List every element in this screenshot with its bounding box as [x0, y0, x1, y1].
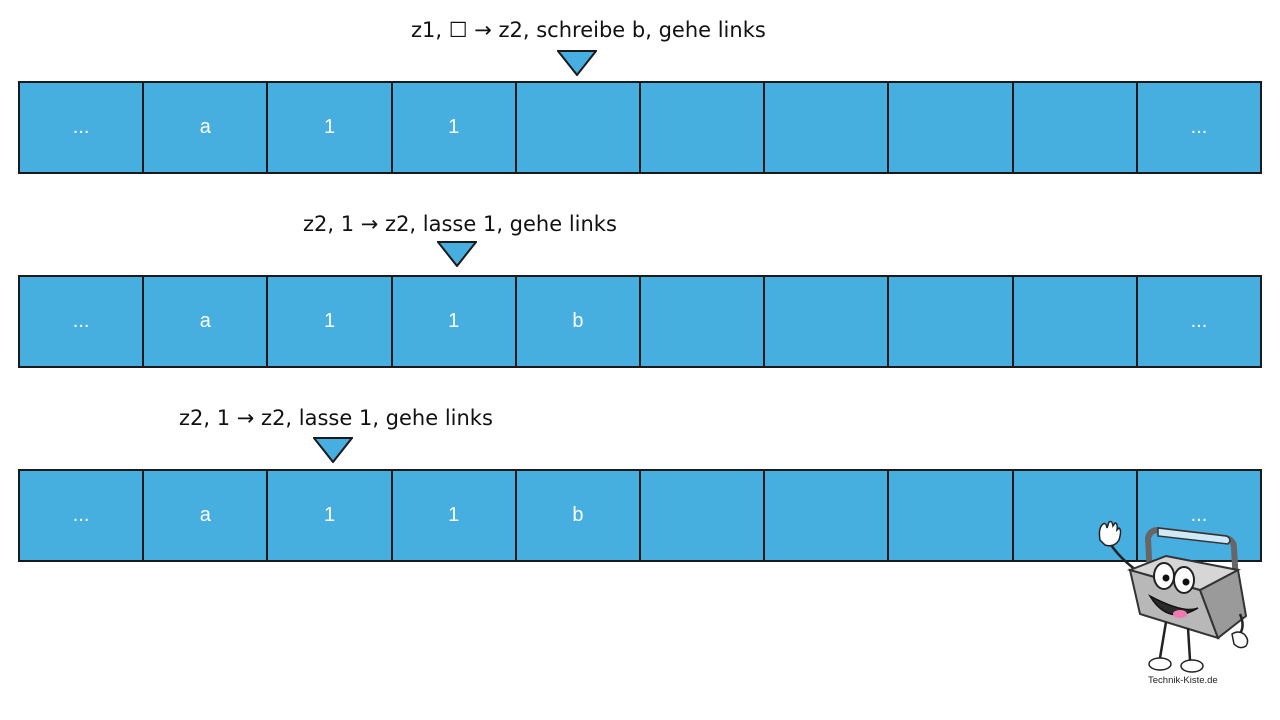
tape-cell: ...	[1137, 83, 1263, 172]
tape-head-icon	[557, 50, 597, 76]
tape-row-1: ... a 1 1 ...	[18, 81, 1263, 174]
tape-cell: 1	[392, 471, 517, 560]
tape-cell: ...	[1137, 471, 1263, 560]
tape-cell	[1013, 277, 1138, 366]
tape-cell: b	[516, 277, 642, 366]
tape-cell	[765, 83, 890, 172]
tape-cell	[889, 277, 1014, 366]
tape-cell	[765, 277, 890, 366]
rule-label-step-1: z1, ☐ → z2, schreibe b, gehe links	[411, 18, 766, 42]
rule-label-step-3: z2, 1 → z2, lasse 1, gehe links	[179, 406, 493, 430]
tape-cell: ...	[1137, 277, 1263, 366]
tape-cell: 1	[392, 277, 517, 366]
tape-row-2: ... a 1 1 b ...	[18, 275, 1263, 368]
tape-cell	[889, 83, 1014, 172]
tape-cell: b	[516, 471, 642, 560]
tape-cell: ...	[20, 83, 145, 172]
tape-cell: ...	[20, 471, 145, 560]
tape-cell: a	[144, 277, 269, 366]
tape-cell: a	[144, 83, 269, 172]
tape-cell: 1	[268, 471, 393, 560]
tape-cell: 1	[268, 277, 393, 366]
tape-cell	[641, 471, 766, 560]
tape-cell	[641, 277, 766, 366]
tape-head-icon	[437, 241, 477, 267]
tape-head-icon	[313, 437, 353, 463]
toolbox-mascot-logo	[1098, 520, 1249, 673]
tape-cell: 1	[268, 83, 393, 172]
rule-label-step-2: z2, 1 → z2, lasse 1, gehe links	[303, 212, 617, 236]
tape-cell: ...	[20, 277, 145, 366]
tape-cell	[765, 471, 890, 560]
tape-cell	[1013, 83, 1138, 172]
tape-cell	[1013, 471, 1138, 560]
tape-cell: 1	[392, 83, 517, 172]
tape-cell	[516, 83, 642, 172]
credit-label: Technik-Kiste.de	[1148, 675, 1218, 686]
tape-cell	[889, 471, 1014, 560]
tape-cell: a	[144, 471, 269, 560]
tape-cell	[641, 83, 766, 172]
tape-row-3: ... a 1 1 b ...	[18, 469, 1263, 562]
